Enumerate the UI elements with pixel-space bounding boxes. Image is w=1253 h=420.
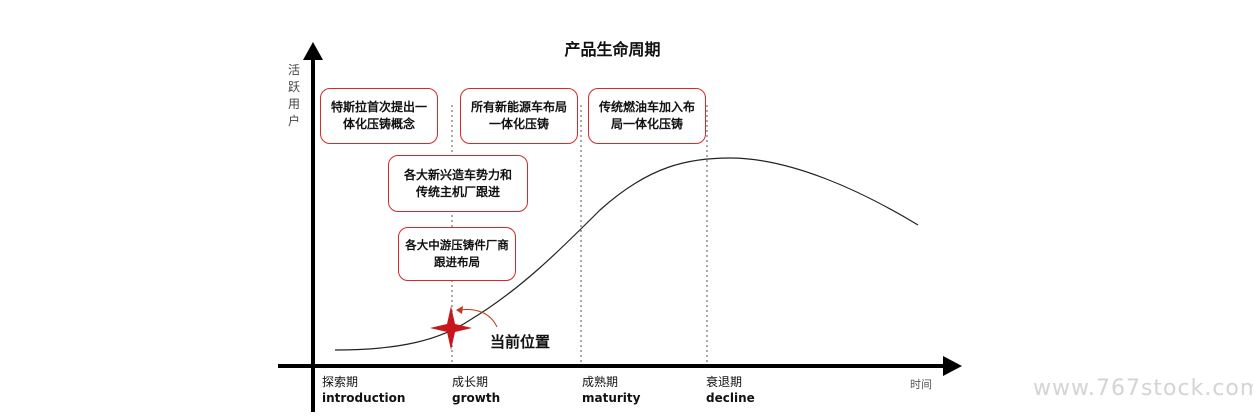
event-box: 特斯拉首次提出一体化压铸概念 [320, 88, 438, 144]
event-box: 传统燃油车加入布局一体化压铸 [588, 88, 706, 144]
stage-decline: 衰退期 decline [706, 374, 755, 406]
stage-en: introduction [322, 391, 406, 405]
stage-cn: 成长期 [452, 375, 489, 389]
stage-en: decline [706, 391, 755, 405]
watermark: www.767stock.com [1033, 376, 1253, 401]
stage-maturity: 成熟期 maturity [582, 374, 640, 406]
x-axis-label: 时间 [910, 378, 932, 391]
current-position-label: 当前位置 [490, 333, 551, 351]
x-axis-arrow [943, 356, 962, 376]
stage-growth: 成长期 growth [452, 374, 500, 406]
chart-title: 产品生命周期 [564, 40, 661, 59]
pointer-arrowhead [456, 306, 463, 314]
event-box: 各大新兴造车势力和传统主机厂跟进 [388, 155, 528, 212]
current-position-star-icon [430, 306, 472, 350]
event-box: 各大中游压铸件厂商跟进布局 [398, 227, 516, 281]
stage-cn: 成熟期 [582, 375, 619, 389]
y-axis-label: 活跃用户 [288, 63, 301, 128]
stage-introduction: 探索期 introduction [322, 374, 405, 406]
pointer-arrow [459, 309, 498, 328]
stage-cn: 衰退期 [706, 375, 743, 389]
stage-en: growth [452, 391, 501, 405]
y-axis-arrow [303, 42, 323, 60]
stage-en: maturity [582, 391, 641, 405]
event-box: 所有新能源车布局一体化压铸 [460, 88, 578, 144]
stage-cn: 探索期 [322, 375, 359, 389]
